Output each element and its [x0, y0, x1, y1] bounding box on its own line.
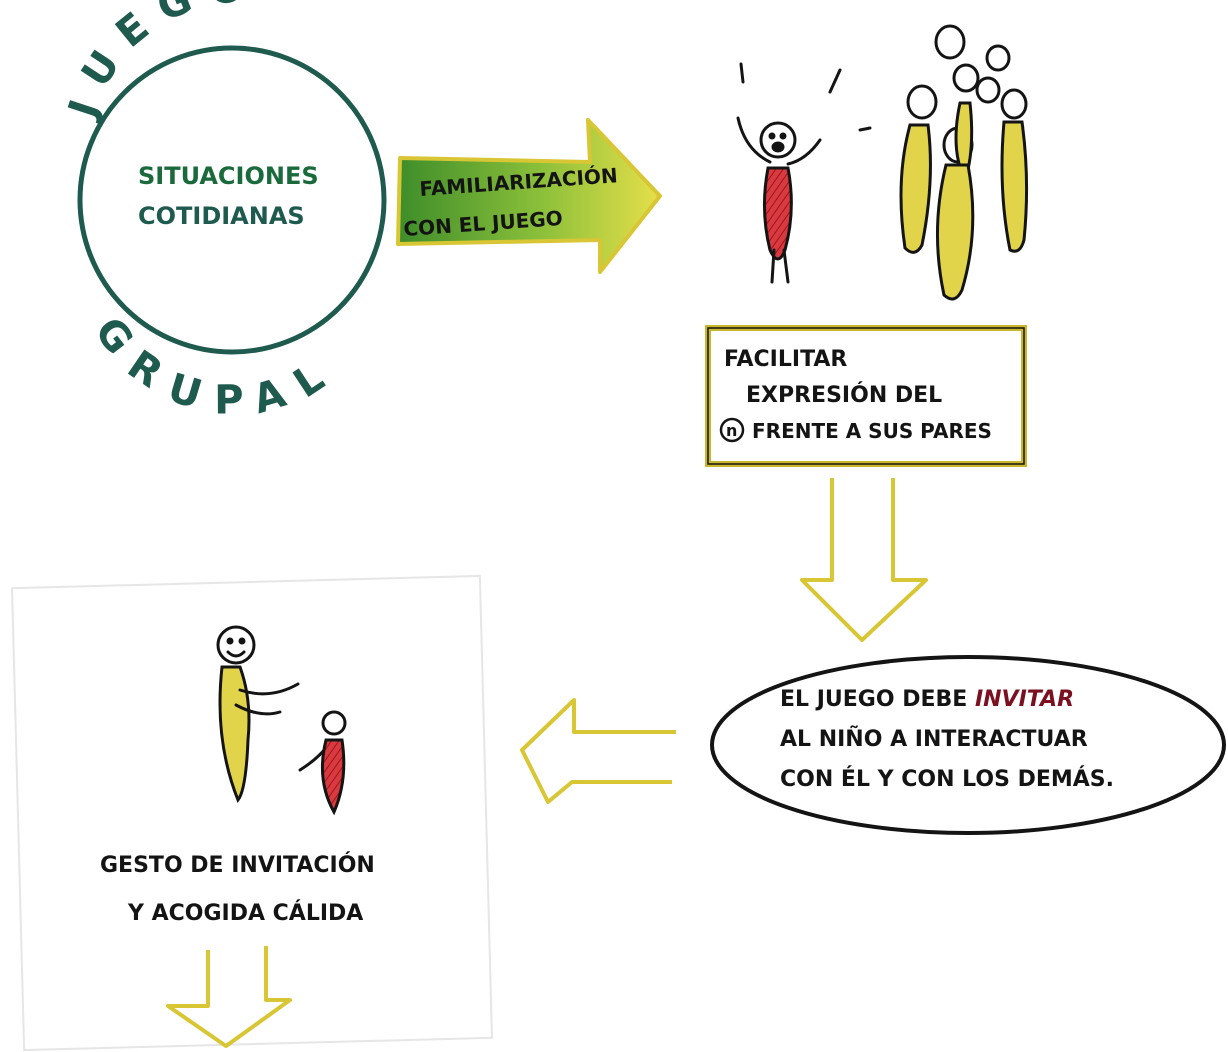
bubble-line2: AL NIÑO A INTERACTUAR	[780, 726, 1088, 752]
ring-circle	[77, 45, 387, 355]
ring-inner-line2: COTIDIANAS	[138, 202, 305, 230]
bubble-line3: CON ÉL Y CON LOS DEMÁS.	[780, 766, 1114, 792]
peer-head	[1000, 88, 1028, 120]
peer-head	[985, 44, 1011, 72]
arrow-body	[396, 118, 662, 274]
bubble-line1-emphasis: INVITAR	[975, 687, 1074, 712]
adult-arm	[238, 682, 300, 696]
child-figure-cheering	[736, 62, 872, 284]
peer-group-figures	[899, 24, 1029, 301]
adult-head	[216, 625, 256, 665]
peer-body	[899, 123, 932, 254]
facilitar-line3: FRENTE A SUS PARES	[752, 419, 992, 443]
facilitar-line2: EXPRESIÓN DEL	[746, 382, 942, 408]
peer-body	[1000, 120, 1029, 253]
juego-grupal-ring: JUEGO GRUPAL SITUACIONES COTIDIANAS	[59, 0, 387, 423]
nino-badge-letter: n	[726, 421, 737, 440]
small-child-body	[320, 738, 346, 816]
facilitar-box-frame	[705, 325, 1027, 467]
adult-figure	[216, 625, 300, 803]
facilitar-line1: FACILITAR	[724, 347, 847, 372]
bubble-line1: EL JUEGO DEBE INVITAR	[780, 687, 1074, 712]
card-line1: GESTO DE INVITACIÓN	[100, 852, 375, 878]
adult-arm	[234, 703, 282, 716]
nino-badge-icon	[719, 417, 745, 443]
small-child-head	[321, 710, 347, 736]
child-head	[759, 121, 797, 159]
ring-top-word: JUEGO	[59, 0, 260, 126]
peer-head	[952, 63, 980, 93]
excitement-mark	[828, 68, 842, 94]
down-arrow-right	[800, 478, 928, 642]
facilitar-box: FACILITAR EXPRESIÓN DEL n FRENTE A SUS P…	[705, 325, 1027, 467]
small-child-figure	[298, 710, 347, 816]
peer-head	[906, 84, 938, 120]
ring-inner-line1: SITUACIONES	[138, 162, 319, 190]
child-body	[762, 166, 793, 261]
card-line2: Y ACOGIDA CÁLIDA	[127, 900, 363, 926]
adult-body	[218, 665, 251, 803]
excitement-mark	[739, 62, 745, 84]
left-arrow	[520, 698, 676, 804]
ring-bottom-word: GRUPAL	[85, 309, 347, 423]
down-arrow-bottom	[166, 946, 292, 1048]
bubble-outline	[710, 655, 1226, 835]
peer-head	[934, 24, 966, 60]
excitement-mark	[858, 126, 872, 132]
familiarizacion-arrow: FAMILIARIZACIÓN CON EL JUEGO	[396, 118, 662, 274]
child-arms	[736, 116, 822, 166]
invitar-bubble: EL JUEGO DEBE INVITAR AL NIÑO A INTERACT…	[710, 655, 1226, 835]
invitation-card: GESTO DE INVITACIÓN Y ACOGIDA CÁLIDA	[11, 574, 493, 1052]
peer-body	[936, 163, 975, 301]
card-background	[11, 574, 493, 1052]
peer-head	[975, 76, 1001, 104]
bubble-line1-prefix: EL JUEGO DEBE	[780, 687, 975, 712]
